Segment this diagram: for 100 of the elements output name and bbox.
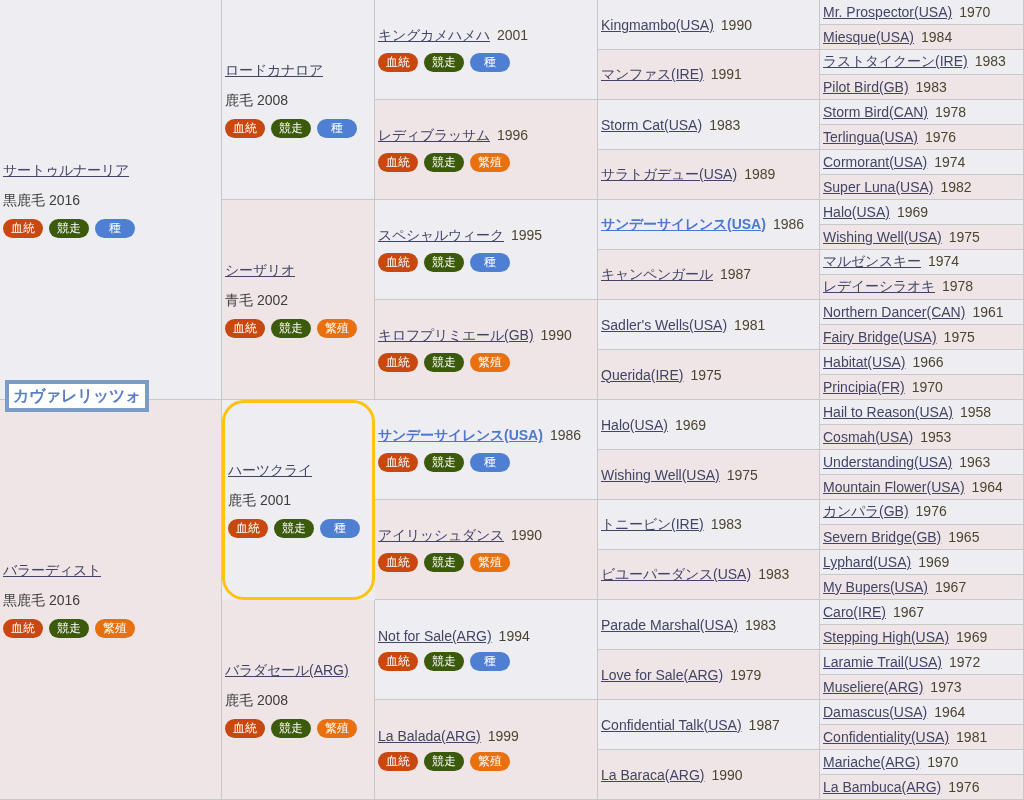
pedigree-cell — [598, 500, 820, 550]
birth-year-text: 1975 — [726, 466, 758, 483]
horse-name-link: Storm Bird(CAN) — [823, 104, 928, 120]
birth-year-text: 1981 — [956, 729, 988, 745]
birth-year-text: 1974 — [934, 154, 966, 170]
horse-name-link: Museliere(ARG) — [823, 679, 924, 695]
pedigree-cell — [598, 50, 820, 100]
birth-year-text: 1981 — [734, 316, 766, 333]
birth-year-text: 1995 — [511, 227, 543, 243]
horse-name-link: Mountain Flower(USA) — [823, 479, 965, 495]
horse-name-link: Damascus(USA) — [823, 704, 928, 720]
birth-year-text: 1963 — [959, 454, 991, 470]
pedigree-cell — [820, 625, 1024, 650]
stud-badge: 種 — [470, 53, 510, 72]
horse-name-link: ビユーパーダンス(USA) — [601, 565, 752, 584]
pedigree-cell — [598, 300, 820, 350]
horse-name-link: ロードカナロア — [225, 61, 323, 80]
stud-badge: 種 — [470, 453, 510, 472]
birth-year-text: 1975 — [943, 329, 975, 345]
pedigree-cell — [820, 650, 1024, 675]
birth-year-text: 1990 — [720, 16, 752, 33]
horse-name-link: サラトガデュー(USA) — [601, 165, 738, 184]
birth-year-text: 1953 — [920, 429, 952, 445]
pedigree-cell — [598, 100, 820, 150]
pedigree-cell — [820, 450, 1024, 475]
pedigree-cell — [375, 300, 598, 400]
birth-year-text: 1969 — [956, 629, 988, 645]
race-record-badge: 競走 — [49, 618, 89, 638]
birth-year-text: 1978 — [942, 278, 974, 294]
birth-year-text: 1989 — [744, 165, 776, 182]
horse-name-link: トニービン(IRE) — [601, 515, 704, 534]
pedigree-cell — [820, 425, 1024, 450]
horse-name-link: シーザリオ — [225, 261, 295, 280]
horse-name-link: レデイーシラオキ — [823, 278, 935, 296]
coat-and-year-text: 鹿毛 2001 — [228, 492, 292, 510]
birth-year-text: 1982 — [940, 179, 972, 195]
birth-year-text: 1967 — [935, 579, 967, 595]
broodmare-badge: 繁殖 — [470, 553, 510, 572]
horse-name-link: Habitat(USA) — [823, 354, 906, 370]
pedigree-cell — [820, 525, 1024, 550]
pedigree-cell — [598, 700, 820, 750]
race-record-badge: 競走 — [424, 353, 464, 372]
birth-year-text: 1965 — [948, 529, 980, 545]
birth-year-text: 1983 — [744, 616, 777, 633]
birth-year-text: 1983 — [974, 53, 1006, 69]
birth-year-text: 1970 — [927, 754, 959, 770]
birth-year-text: 1983 — [709, 116, 741, 133]
horse-name-link: サンデーサイレンス(USA) — [601, 215, 766, 234]
horse-name-link: Parade Marshal(USA) — [601, 616, 738, 633]
horse-name-link: Caro(IRE) — [823, 604, 886, 620]
pedigree-cell — [820, 75, 1024, 100]
horse-name-link: Halo(USA) — [601, 416, 668, 433]
horse-name-link: Querida(IRE) — [601, 366, 684, 383]
coat-and-year-text: 黒鹿毛 2016 — [3, 591, 81, 610]
pedigree-cell — [598, 0, 820, 50]
horse-name-link: ラストタイクーン(IRE) — [823, 53, 968, 71]
birth-year-text: 1958 — [959, 404, 992, 420]
highlighted-pedigree-cell — [222, 400, 375, 600]
pedigree-cell — [820, 300, 1024, 325]
race-record-badge: 競走 — [424, 752, 464, 771]
horse-name-link: Love for Sale(ARG) — [601, 666, 724, 683]
birth-year-text: 1976 — [915, 503, 947, 519]
broodmare-badge: 繁殖 — [95, 618, 135, 638]
pedigree-cell — [375, 500, 598, 600]
pedigree-cell — [820, 275, 1024, 300]
pedigree-cell — [820, 350, 1024, 375]
birth-year-text: 1999 — [487, 728, 519, 744]
race-record-badge: 競走 — [271, 318, 311, 338]
horse-name-link: アイリッシュダンス — [378, 527, 504, 545]
horse-name-link: レディブラッサム — [378, 127, 490, 145]
horse-name-link: キングカメハメハ — [378, 27, 490, 45]
pedigree-cell — [375, 400, 598, 500]
pedigree-cell — [820, 175, 1024, 200]
horse-name-link: カンパラ(GB) — [823, 503, 909, 521]
broodmare-badge: 繁殖 — [317, 318, 357, 338]
horse-name-link: Terlingua(USA) — [823, 129, 918, 145]
horse-name-link: Storm Cat(USA) — [601, 116, 703, 133]
horse-name-link: Cosmah(USA) — [823, 429, 914, 445]
birth-year-text: 1984 — [921, 29, 953, 45]
race-record-badge: 競走 — [424, 53, 464, 72]
birth-year-text: 1994 — [498, 628, 530, 644]
pedigree-cell — [598, 200, 820, 250]
pedigree-cell — [222, 0, 375, 200]
horse-name-link: Laramie Trail(USA) — [823, 654, 943, 670]
coat-and-year-text: 黒鹿毛 2016 — [3, 191, 81, 210]
pedigree-cell — [820, 750, 1024, 775]
horse-name-link: Super Luna(USA) — [823, 179, 934, 195]
horse-name-link: バラダセール(ARG) — [225, 661, 349, 680]
birth-year-text: 1964 — [971, 479, 1003, 495]
horse-name-link: Fairy Bridge(USA) — [823, 329, 937, 345]
bloodline-badge: 血統 — [225, 718, 265, 738]
race-record-badge: 競走 — [424, 652, 464, 671]
bloodline-badge: 血統 — [225, 118, 265, 138]
birth-year-text: 1975 — [948, 229, 980, 245]
horse-name-link: Wishing Well(USA) — [601, 466, 720, 483]
horse-name-link: Kingmambo(USA) — [601, 16, 714, 33]
birth-year-text: 1969 — [896, 204, 929, 220]
pedigree-cell — [820, 575, 1024, 600]
broodmare-badge: 繁殖 — [470, 353, 510, 372]
pedigree-cell — [820, 475, 1024, 500]
